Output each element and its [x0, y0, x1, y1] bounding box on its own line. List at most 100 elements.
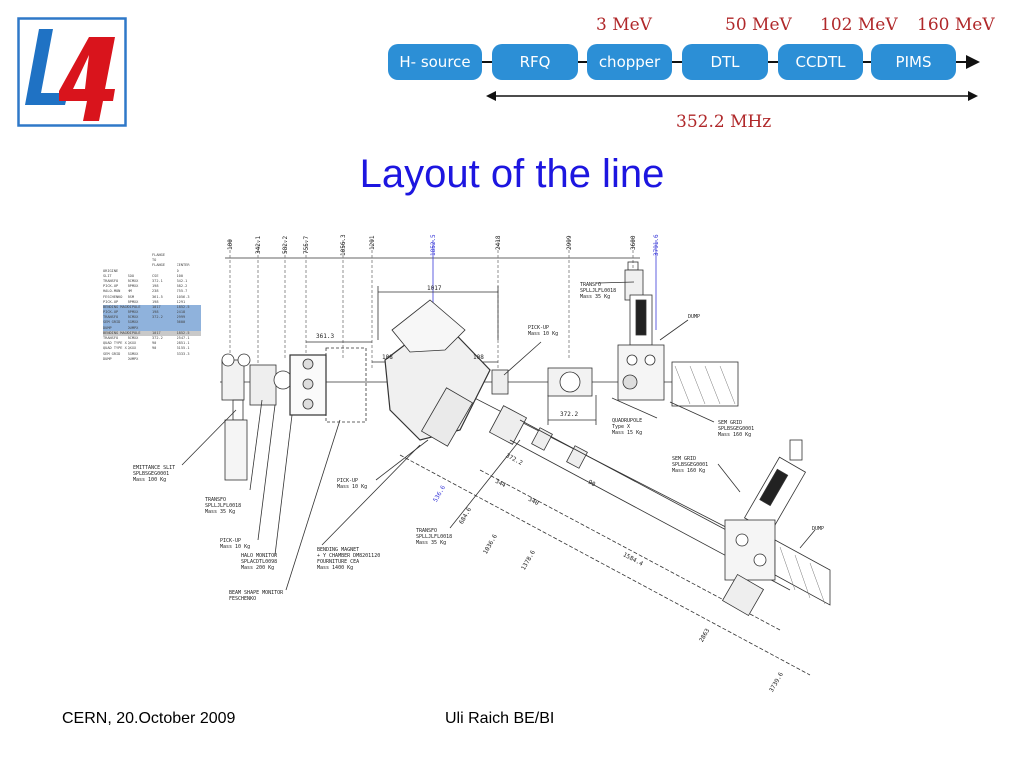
table-cell: CSE: [152, 273, 159, 278]
table-cell: [152, 357, 177, 362]
table-cell: 1852.5: [176, 330, 190, 335]
table-cell: BPMXX: [127, 310, 139, 315]
table-cell: 1056.3: [176, 294, 190, 299]
label-pickup-center: PICK-UP Mass 10 Kg: [337, 478, 368, 490]
table-cell: 2547.1: [176, 336, 190, 340]
table-cell: DUMP: [103, 356, 112, 361]
energy-label-50mev: 50 MeV: [725, 15, 792, 35]
table-cell: 100: [176, 273, 184, 278]
table-cell: SGMXX: [127, 320, 139, 325]
table-cell: DUMPX: [127, 356, 139, 361]
table-row: ORIGINE 0: [103, 269, 201, 274]
table-cell: SEM GRID: [103, 320, 121, 325]
table-cell: 198: [152, 299, 159, 304]
label-beam-shape-monitor: BEAM SHAPE MONITOR FESCHENKO: [229, 590, 284, 602]
top-dim-label: 1291: [369, 235, 376, 250]
stage-label: RFQ: [519, 53, 551, 71]
table-cell: SLIT: [103, 273, 112, 278]
label-transfo-top: TRANSFO SPLLJLFL0018 Mass 35 Kg: [580, 282, 617, 300]
top-dim-label: 342.1: [255, 235, 262, 254]
table-cell: 582.2: [176, 284, 188, 289]
table-cell: BCMXX: [127, 278, 139, 283]
top-dim-label: 3600: [630, 235, 637, 250]
table-cell: QXXX: [127, 341, 137, 346]
table-cell: 3155.1: [176, 346, 190, 351]
table-cell: BPMXX: [127, 284, 139, 289]
table-cell: BPMXX: [127, 299, 139, 304]
label-emittance: EMITTANCE SLIT SPLBSGEG0001 Mass 100 Kg: [133, 465, 176, 483]
label-dump-bottom: DUMP: [812, 526, 825, 532]
table-row: BENDING MAGNETDIPOLE 1017 1852.5: [103, 330, 201, 336]
energy-label-3mev: 3 MeV: [596, 15, 652, 35]
table-cell: 90: [152, 341, 157, 346]
table-cell: 2999: [176, 315, 186, 320]
table-cell: BENDING MAGNET: [103, 330, 128, 335]
dim-label: 361.3: [316, 333, 335, 340]
table-cell: 1017: [152, 304, 161, 309]
table-cell: BCMXX: [127, 336, 139, 340]
table-cell: FLANGE: [152, 253, 165, 257]
stage-ccdtl: CCDTL: [778, 44, 863, 80]
frequency-label: 352.2 MHz: [676, 112, 772, 132]
footer-date: CERN, 20.October 2009: [62, 710, 236, 727]
table-cell: QUAD TYPE X: [103, 346, 127, 351]
table-cell: SOO: [127, 273, 135, 278]
table-cell: PICK-UP: [103, 310, 119, 315]
table-cell: DIPOLE: [127, 304, 141, 309]
stage-label: DTL: [710, 53, 740, 71]
table-cell: 372.2: [152, 336, 163, 340]
table-cell: 3600: [176, 320, 186, 325]
top-dim-label: 2418: [495, 235, 502, 250]
table-cell: BENDING MAGNET: [103, 304, 128, 309]
table-cell: 342.1: [176, 278, 188, 283]
table-cell: DIPOLE: [127, 330, 141, 335]
stage-dtl: DTL: [682, 44, 768, 80]
table-cell: TRANSFO: [103, 315, 119, 320]
top-dim-label: 100: [227, 239, 234, 250]
stage-label: chopper: [598, 53, 661, 71]
table-cell: 0: [176, 268, 179, 273]
table-cell: QXXX: [127, 346, 137, 351]
label-quadrupole: QUADRUPOLE Type X Mass 15 Kg: [612, 418, 643, 436]
table-cell: 238: [152, 289, 159, 294]
table-cell: 361.5: [152, 294, 163, 299]
beamline-drawing: [181, 240, 831, 676]
top-dim-label: 755.7: [303, 235, 310, 254]
table-cell: 2851.1: [176, 341, 190, 346]
slide-title: Layout of the line: [359, 152, 665, 196]
footer-author: Uli Raich BE/BI: [445, 710, 555, 727]
table-cell: TRANSFO: [103, 278, 119, 283]
table-row: BENDING MAGNETDIPOLE10171852.5: [103, 304, 201, 311]
stage-pims: PIMS: [871, 44, 956, 80]
table-cell: PICK-UP: [103, 284, 119, 289]
table-cell: [177, 357, 202, 362]
table-cell: SGMXX: [127, 351, 139, 356]
stage-label: H- source: [399, 53, 471, 71]
table-cell: 1017: [152, 330, 161, 335]
dim-label: 372.2: [560, 411, 579, 418]
table-cell: ORIGINE: [103, 268, 119, 273]
label-transfo-left: TRANSFO SPLLJLFL0018 Mass 35 Kg: [205, 497, 242, 515]
table-cell: 2418: [176, 310, 186, 315]
table-cell: FLANGE: [152, 263, 165, 268]
energy-label-160mev: 160 MeV: [917, 15, 995, 35]
dim-label: 108: [473, 354, 484, 361]
table-cell: DUMPX: [127, 325, 139, 330]
l4-logo: L4: [17, 17, 127, 127]
table-cell: 90: [152, 346, 157, 351]
table-cell: TRANSFO: [103, 336, 119, 340]
table-cell: SEM GRID: [103, 351, 121, 356]
table-cell: TO: [152, 258, 157, 263]
top-dim-label: 2999: [566, 235, 573, 250]
